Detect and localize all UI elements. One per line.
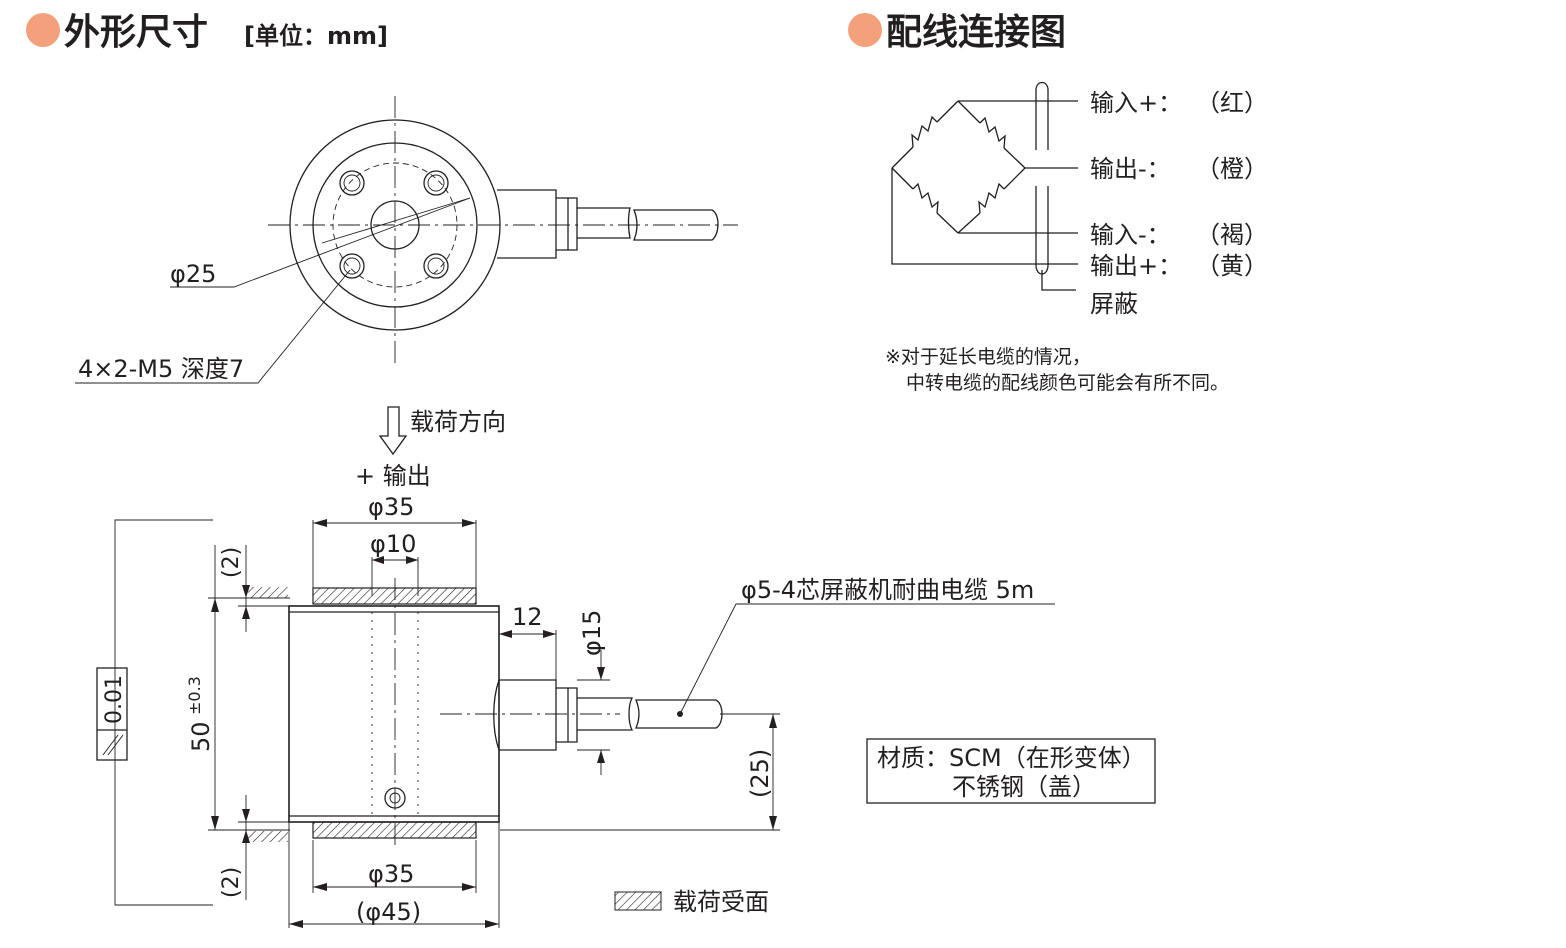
load-surface-label: 载荷受面 [673,888,769,916]
cable-spec: φ5-4芯屏蔽机耐曲电缆 5m [741,576,1034,604]
mount-hole [339,170,365,196]
dim-25: (25) [746,749,774,798]
wire-output-minus: 输出-： [1090,155,1171,183]
mount-hole [339,253,365,279]
dim-phi25: φ25 [170,260,216,288]
dim-2-top: (2) [219,547,244,578]
load-direction-label: 载荷方向 [410,408,506,436]
holes-spec: 4×2-M5 深度7 [78,355,244,383]
wire-output-plus-color: （黄） [1196,252,1268,280]
wiring-section-title: 配线连接图 [886,12,1066,53]
dim-2-bottom: (2) [219,867,244,898]
material-box: 材质：SCM（在形变体） 不锈钢（盖） [866,738,1156,804]
mount-hole [423,170,449,196]
parallelism-value: 0.01 [102,675,127,724]
material-line2: 不锈钢（盖） [952,773,1096,801]
wiring-note-line1: ※对于延长电缆的情况， [885,346,1091,368]
wiring-section-header: 配线连接图 [848,12,1066,53]
wire-shield: 屏蔽 [1090,290,1138,318]
hatch-legend-swatch [614,891,662,911]
wiring-note-line2: 中转电缆的配线颜色可能会有所不同。 [906,372,1229,394]
dim-phi15: φ15 [578,610,606,656]
plus-output-label: + 输出 [355,462,431,490]
dim-phi45: (φ45) [356,898,421,926]
wire-input-plus: 输入+： [1090,89,1182,117]
wire-input-minus: 输入-： [1090,221,1171,249]
dimension-section-title: 外形尺寸 [64,12,208,53]
dimension-unit: [单位：mm] [244,22,388,50]
accent-bullet-wiring [848,13,882,47]
dimension-section-header: 外形尺寸 [单位：mm] [26,12,388,53]
wire-input-plus-color: （红） [1196,89,1268,117]
dim-12: 12 [512,603,543,631]
load-direction: 载荷方向 + 输出 [355,406,506,490]
load-arrow-icon [378,406,408,456]
top-view: φ25 4×2-M5 深度7 [75,96,738,384]
front-view: φ35 φ10 12 [96,493,1055,928]
dim-phi10: φ10 [370,530,416,558]
dim-height-tol: ±0.3 [185,676,204,715]
wire-input-minus-color: （褐） [1196,221,1268,249]
mount-hole [423,253,449,279]
material-line1: 材质：SCM（在形变体） [877,744,1146,772]
wire-output-plus: 输出+： [1090,252,1182,280]
accent-bullet-dimensions [26,13,60,47]
wiring-diagram: 输入+： （红） 输出-： （橙） 输入-： （褐） 输出+： （黄） 屏蔽 ※… [885,81,1268,394]
dim-phi35-bottom: φ35 [368,860,414,888]
wire-output-minus-color: （橙） [1196,155,1268,183]
dim-height-50: 50 [187,721,215,752]
dim-phi35-top: φ35 [368,493,414,521]
